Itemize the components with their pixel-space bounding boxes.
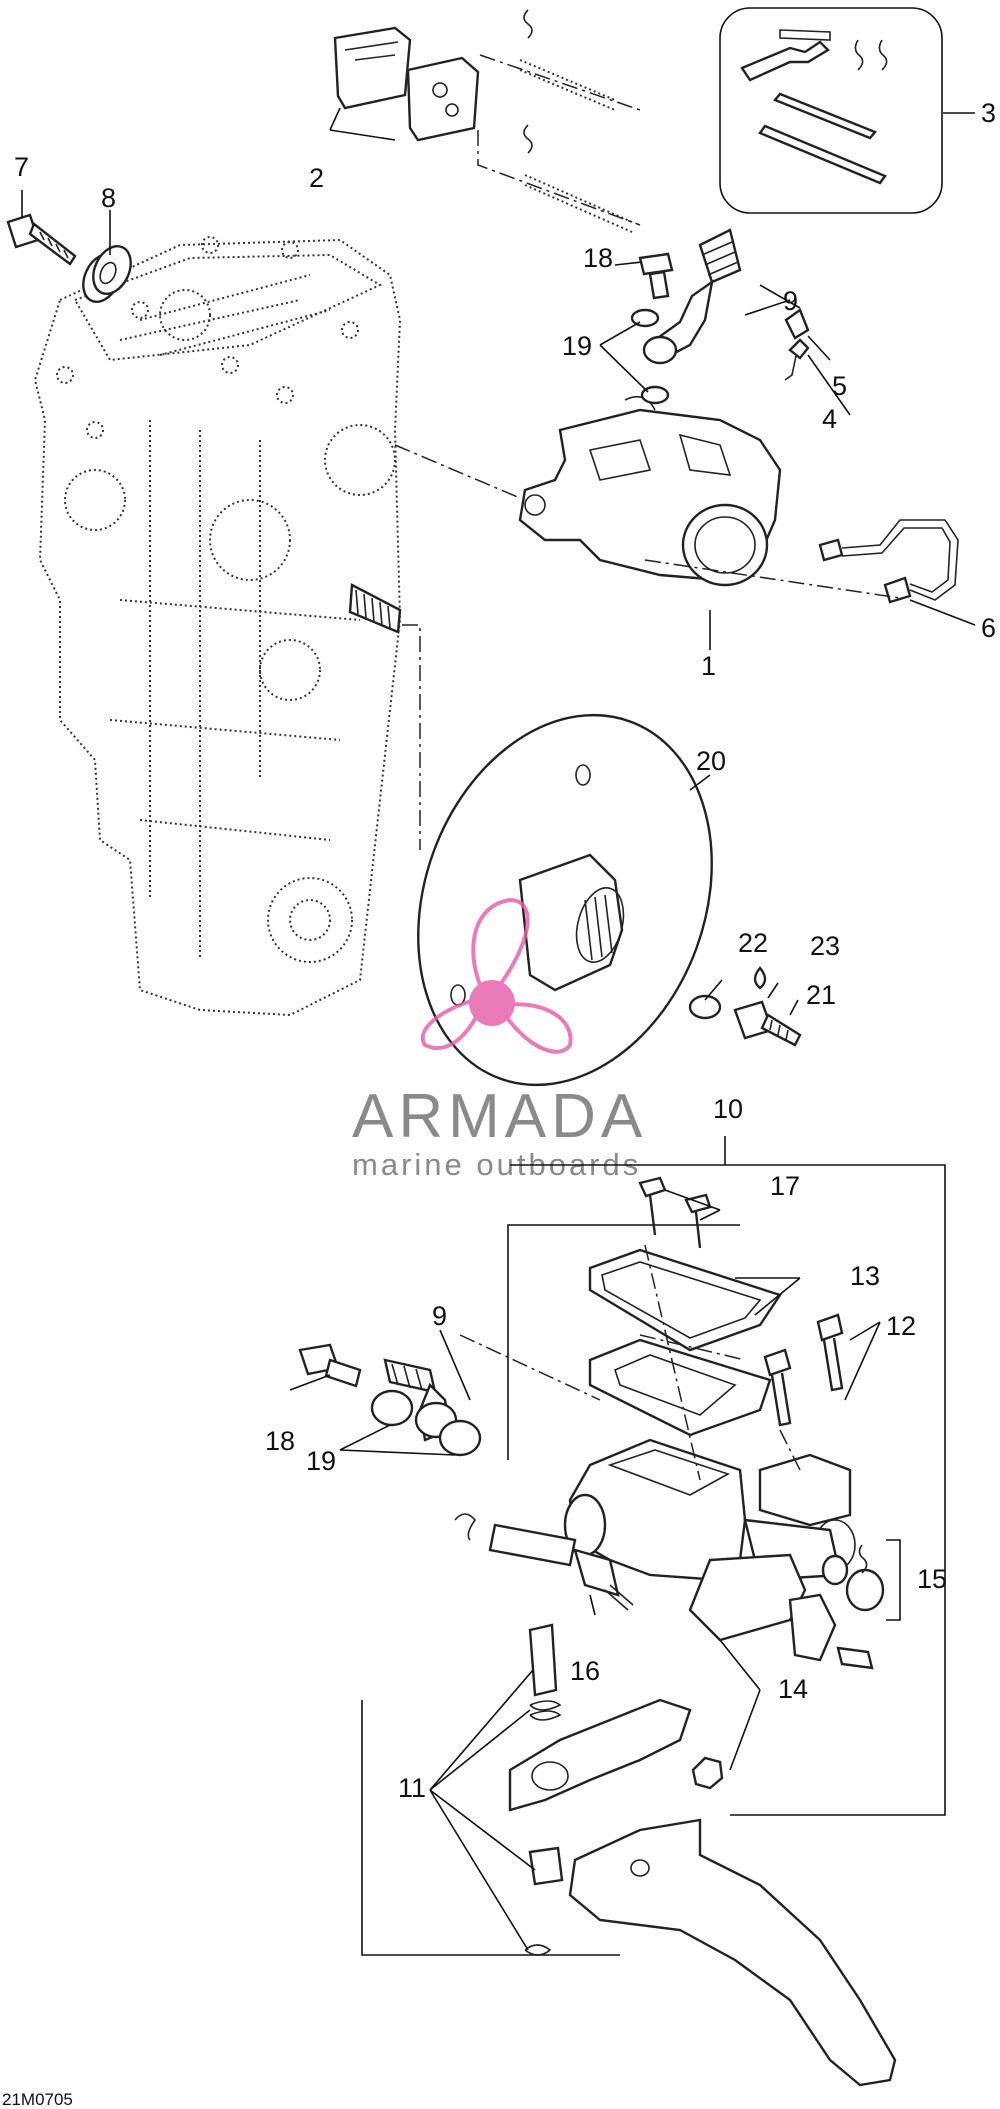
cover-screws-17 [638, 1176, 712, 1249]
callout-7: 7 [14, 152, 29, 182]
callout-19-top: 19 [562, 331, 592, 361]
reservoir-cover-13 [588, 1248, 782, 1437]
sealing-washers-19-bottom [370, 1389, 482, 1457]
callout-8: 8 [101, 183, 116, 213]
callout-12: 12 [886, 1311, 916, 1341]
callout-18-bottom: 18 [265, 1426, 295, 1456]
callout-22: 22 [738, 928, 768, 958]
callout-1: 1 [701, 651, 716, 681]
diagram-code: 21M0705 [2, 2090, 73, 2109]
callout-5: 5 [832, 371, 847, 401]
callout-20: 20 [696, 746, 726, 776]
armada-logo: ARMADA marine outboards [352, 897, 647, 1182]
callout-19-bottom: 19 [306, 1446, 336, 1476]
master-cylinder-frame [510, 1164, 946, 1816]
propeller-emblem [421, 897, 573, 1054]
gearcase-housing [33, 236, 402, 1017]
bleeder-4-cap-5 [784, 308, 810, 381]
grommet-and-pin [788, 1593, 874, 1670]
lever-pivot-11 [524, 1623, 564, 1956]
banjo-fitting-9-top [642, 228, 742, 365]
bearing-8 [82, 245, 132, 303]
nut-14 [691, 1756, 724, 1790]
banjo-bolt-18-top [638, 252, 674, 300]
pad-pin-kit [719, 7, 943, 214]
gearbox-bolts [56, 236, 359, 439]
callout-17: 17 [770, 1171, 800, 1201]
fitting-bracket [507, 1224, 740, 1460]
callout-16: 16 [570, 1656, 600, 1686]
callout-6: 6 [981, 613, 996, 643]
callout-14: 14 [778, 1674, 808, 1704]
brake-lever [508, 1698, 897, 2087]
propeller-hub [469, 980, 515, 1026]
push-rod-16 [454, 1513, 634, 1611]
brake-caliper [518, 395, 782, 587]
clamp-screws-12 [763, 1313, 844, 1427]
callout-labels: 1 2 3 4 5 6 7 8 9 9 10 11 12 13 14 15 16… [14, 98, 996, 1803]
bolt-7 [6, 213, 77, 266]
callout-13: 13 [850, 1261, 880, 1291]
washer-22-bolt-21-sealant-23 [688, 966, 802, 1047]
brake-disc-20 [417, 713, 713, 1087]
propeller-blade [471, 897, 530, 987]
banjo-bolt-18-bottom [298, 1343, 362, 1388]
brake-pads [333, 26, 480, 142]
callout-9-bottom: 9 [432, 1301, 447, 1331]
callout-15: 15 [917, 1564, 947, 1594]
pad-retaining-pins [477, 9, 641, 233]
callout-21: 21 [806, 980, 836, 1010]
callout-3: 3 [981, 98, 996, 128]
propeller-blade [503, 1002, 573, 1054]
callout-18-top: 18 [583, 243, 613, 273]
leader-lines [21, 107, 976, 1951]
alignment-centerlines [394, 444, 901, 1481]
callout-2: 2 [309, 163, 324, 193]
callout-10: 10 [713, 1094, 743, 1124]
callout-11: 11 [398, 1773, 426, 1803]
clamp-half-boot-15 [821, 1539, 901, 1621]
callout-9-top: 9 [783, 286, 798, 316]
banjo-fitting-9-bottom [383, 1358, 458, 1442]
callout-4: 4 [822, 404, 837, 434]
propeller-blade [421, 997, 483, 1051]
callout-23: 23 [810, 931, 840, 961]
brake-line-6 [818, 519, 959, 604]
brand-name: ARMADA [352, 1082, 647, 1151]
